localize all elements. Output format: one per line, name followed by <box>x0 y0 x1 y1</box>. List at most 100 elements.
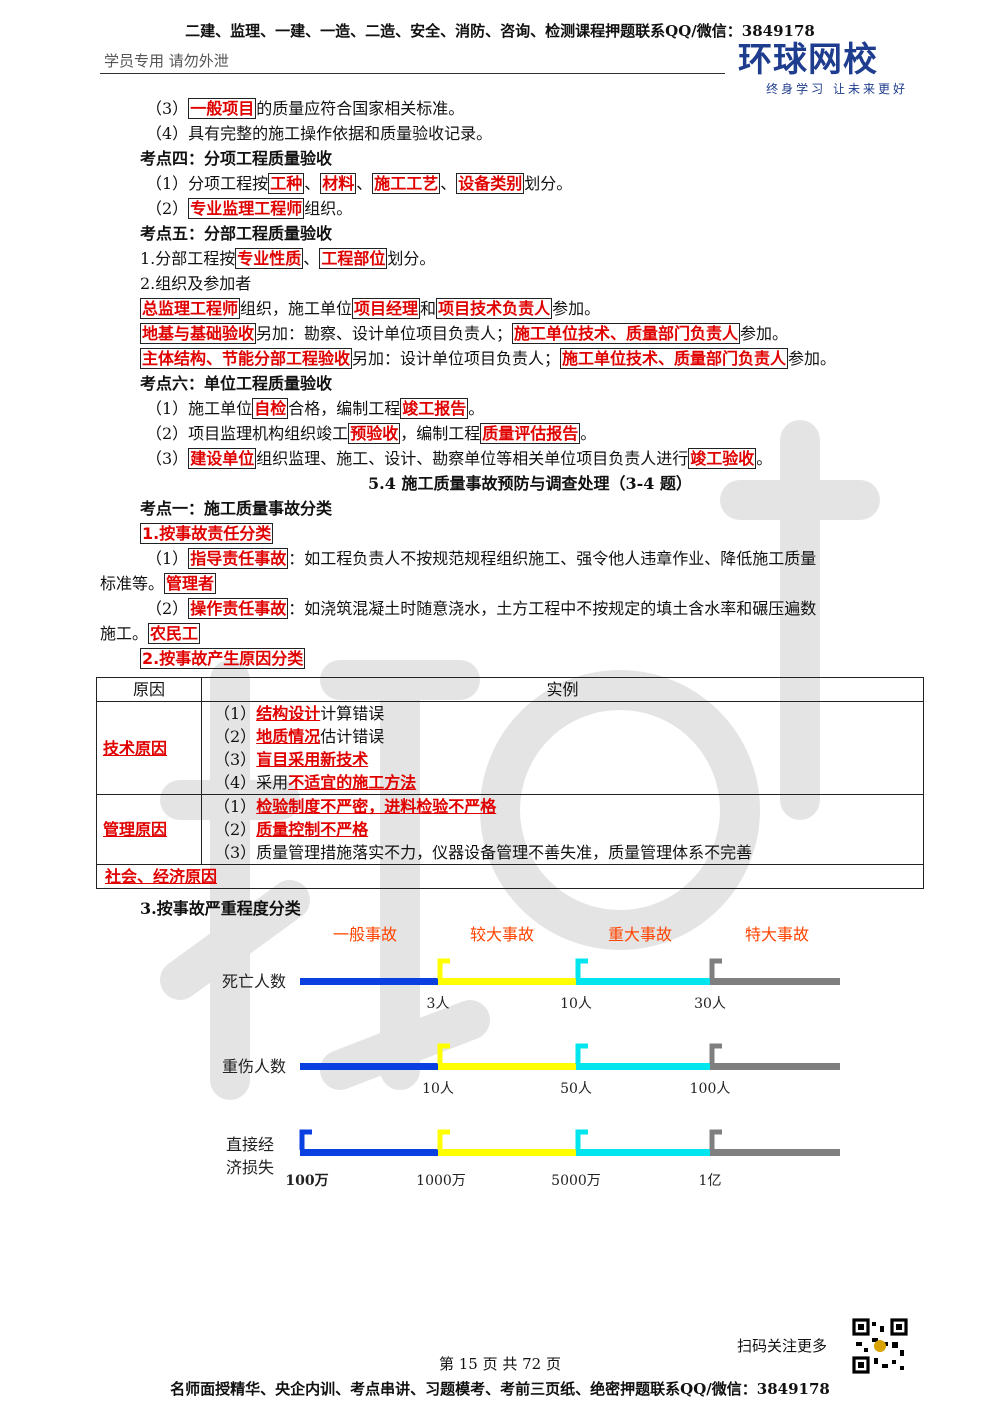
logo-text: 环球网校 <box>738 40 878 80</box>
text: 划分。 <box>524 174 573 193</box>
threshold-label: 30人 <box>694 996 726 1012</box>
highlight: 竣工报告 <box>400 398 469 419</box>
section-title: 考点四：分项工程质量验收 <box>140 149 333 168</box>
text: （1） <box>146 549 189 568</box>
text-line: 2.组织及参加者 <box>140 274 252 293</box>
table-cell-cause: 技术原因 <box>96 701 202 795</box>
highlight: 农民工 <box>148 623 201 644</box>
highlight: 主体结构、节能分部工程验收 <box>140 348 353 369</box>
severity-diagram: 一般事故 较大事故 重大事故 特大事故 死亡人数 重伤人数 直接经 济损失 3人… <box>222 925 840 1189</box>
threshold-bracket <box>437 958 450 979</box>
highlight: 操作责任事故 <box>188 598 289 619</box>
row-label-0: 死亡人数 <box>222 972 286 991</box>
cause-label: 管理原因 <box>103 820 168 839</box>
text: 另加：设计单位项目负责人； <box>352 349 561 368</box>
threshold-bracket <box>709 958 722 979</box>
threshold-bracket <box>299 1129 312 1150</box>
red-text: 盲目采用新技术 <box>256 750 369 769</box>
severity-segment <box>300 1063 438 1070</box>
chapter-title: 5.4 施工质量事故预防与调查处理（3-4 题） <box>368 474 692 493</box>
text-line: 1.按事故责任分类 <box>140 521 920 546</box>
text: 划分。 <box>387 249 436 268</box>
text: （2） <box>146 599 189 618</box>
list-item: （1）结构设计计算错误 <box>214 702 917 725</box>
category-label-2: 重大事故 <box>608 925 672 944</box>
text-line: （2）操作责任事故：如浇筑混凝土时随意浇水，土方工程中不按规定的填土含水率和碾压… <box>140 596 920 621</box>
section-title: 3.按事故严重程度分类 <box>140 899 301 918</box>
severity-segment <box>576 1063 710 1070</box>
category-label-0: 一般事故 <box>333 925 397 944</box>
text: （4）采用 <box>214 773 289 792</box>
threshold-label: 5000万 <box>551 1173 601 1189</box>
text: 另加：勘察、设计单位项目负责人； <box>256 324 513 343</box>
threshold-label: 50人 <box>560 1081 592 1097</box>
severity-segment <box>438 1063 576 1070</box>
text: （1）分项工程按 <box>146 174 269 193</box>
text: （3） <box>214 750 257 769</box>
severity-segment <box>438 978 576 985</box>
red-text: 不适宜的施工方法 <box>288 773 417 792</box>
text: ，编制工程 <box>400 424 481 443</box>
text: （1） <box>214 797 257 816</box>
text-line: 2.按事故产生原因分类 <box>140 646 920 671</box>
highlight: 材料 <box>320 173 357 194</box>
brand-logo: 环球网校 终身学习 让未来更好 <box>738 40 918 97</box>
highlight: 一般项目 <box>188 98 257 119</box>
table-cell-cause: 管理原因 <box>96 794 202 865</box>
text: 的质量应符合国家相关标准。 <box>256 99 465 118</box>
header-divider <box>100 73 725 74</box>
row-label-2a: 直接经 <box>226 1135 274 1154</box>
list-item: （2）质量控制不严格 <box>214 818 917 841</box>
severity-segment <box>710 1063 840 1070</box>
threshold-bracket <box>437 1043 450 1064</box>
row-label-1: 重伤人数 <box>222 1057 286 1076</box>
highlight: 专业性质 <box>235 248 304 269</box>
text: 参加。 <box>788 349 837 368</box>
text: 。 <box>756 449 773 468</box>
list-item: （4）采用不适宜的施工方法 <box>214 771 917 794</box>
highlight: 预验收 <box>348 423 401 444</box>
highlight: 施工单位技术、质量部门负责人 <box>512 323 741 344</box>
threshold-bracket <box>709 1043 722 1064</box>
severity-segment <box>710 978 840 985</box>
text: 组织。 <box>304 199 353 218</box>
cause-label: 社会、经济原因 <box>105 867 218 886</box>
highlight: 总监理工程师 <box>140 298 241 319</box>
text: ：如浇筑混凝土时随意浇水，土方工程中不按规定的填土含水率和碾压遍数 <box>288 599 817 618</box>
text-line: 地基与基础验收另加：勘察、设计单位项目负责人；施工单位技术、质量部门负责人参加。 <box>140 321 920 346</box>
text: 、 <box>304 174 321 193</box>
text: 计算错误 <box>320 704 385 723</box>
threshold-bracket <box>575 1043 588 1064</box>
highlight: 指导责任事故 <box>188 548 289 569</box>
text: （1）施工单位 <box>146 399 253 418</box>
table-header: 实例 <box>201 677 924 702</box>
highlight: 施工单位技术、质量部门负责人 <box>560 348 789 369</box>
section-title: 考点五：分部工程质量验收 <box>140 224 333 243</box>
severity-bars <box>299 958 840 1156</box>
text: 参加。 <box>740 324 789 343</box>
red-text: 结构设计 <box>256 704 321 723</box>
highlight: 质量评估报告 <box>480 423 581 444</box>
threshold-bracket <box>709 1129 722 1150</box>
table-cell-examples: （1）检验制度不严密，进料检验不严格 （2）质量控制不严格 （3）质量管理措施落… <box>201 794 924 865</box>
text: （3） <box>146 99 189 118</box>
qr-code-icon[interactable] <box>852 1318 908 1374</box>
table-header-row: 原因 实例 <box>96 677 924 702</box>
cause-label: 技术原因 <box>103 738 168 758</box>
text-line: 施工。农民工 <box>100 621 920 646</box>
text: 、 <box>440 174 457 193</box>
text-line: （1）施工单位自检合格，编制工程竣工报告。 <box>140 396 920 421</box>
text-line: 标准等。管理者 <box>100 571 920 596</box>
cause-table: 原因 实例 技术原因 （1）结构设计计算错误 （2）地质情况估计错误 （3）盲目… <box>96 677 924 889</box>
row-label-2b: 济损失 <box>226 1158 274 1177</box>
threshold-label: 100人 <box>690 1081 731 1097</box>
severity-segment <box>576 1149 710 1156</box>
highlight: 建设单位 <box>188 448 257 469</box>
text: 、 <box>356 174 373 193</box>
list-item: （2）地质情况估计错误 <box>214 725 917 748</box>
highlight: 竣工验收 <box>688 448 757 469</box>
text: ：如工程负责人不按规范规程组织施工、强令他人违章作业、降低施工质量 <box>288 549 817 568</box>
highlight: 工程部位 <box>319 248 388 269</box>
severity-segment <box>300 1149 438 1156</box>
highlight: 自检 <box>252 398 289 419</box>
